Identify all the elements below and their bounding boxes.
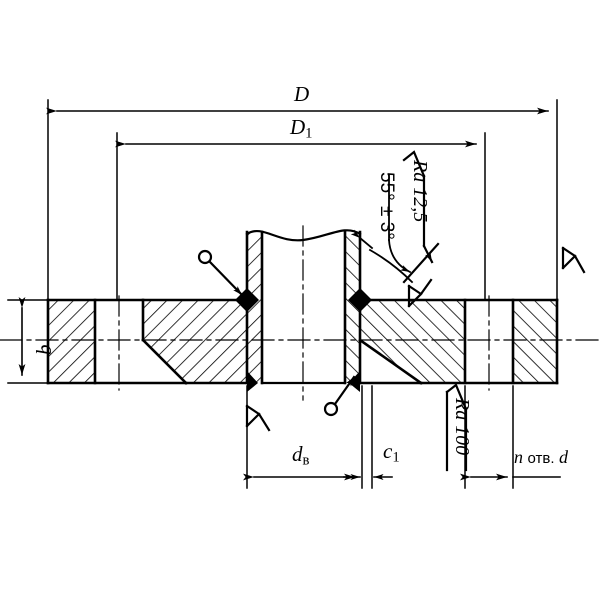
- dim-label-D1-sub: 1: [305, 125, 313, 142]
- note-holes-count: n: [514, 447, 523, 467]
- note-holes-text: отв.: [527, 450, 555, 467]
- dim-label-c1-main: c: [383, 439, 393, 463]
- weld-mark-lower-right: [323, 375, 356, 417]
- dim-label-b: b: [32, 344, 56, 356]
- section-hatching: [48, 232, 557, 383]
- bolt-hole-left: [93, 298, 145, 385]
- dim-label-dv-sub: в: [302, 452, 310, 469]
- dim-label-c1: c1: [383, 439, 400, 466]
- extension-lines: [7, 99, 558, 489]
- roughness-symbol-ra100: [445, 383, 468, 472]
- label-chamfer-angle: 55° ± 3°: [376, 172, 397, 240]
- roughness-mark-right-edge: [561, 246, 586, 274]
- dimension-lines: [18, 107, 561, 481]
- dim-label-c1-sub: 1: [392, 449, 400, 466]
- bolt-hole-right: [463, 298, 515, 385]
- label-ra-100: Ra 100: [451, 398, 473, 456]
- dim-label-dv-main: d: [292, 442, 303, 466]
- label-ra-12-5: Ra 12,5: [409, 160, 431, 223]
- dim-label-dv: dв: [292, 442, 310, 469]
- chamfer-angle-leader: [350, 174, 440, 284]
- weld-fillets: [235, 288, 372, 392]
- flange-outline: [46, 298, 559, 385]
- axis-centerline-vertical: [118, 225, 490, 401]
- dim-label-D1-main: D: [290, 115, 306, 139]
- weld-mark-upper-left: [197, 249, 244, 297]
- dim-label-D1: D1: [290, 115, 313, 142]
- note-holes-diameter: d: [559, 447, 569, 467]
- roughness-mark-hub-right: [407, 278, 433, 308]
- roughness-mark-bottom-left: [245, 404, 271, 432]
- note-holes: n отв. d: [514, 448, 568, 466]
- dim-label-D: D: [294, 82, 310, 106]
